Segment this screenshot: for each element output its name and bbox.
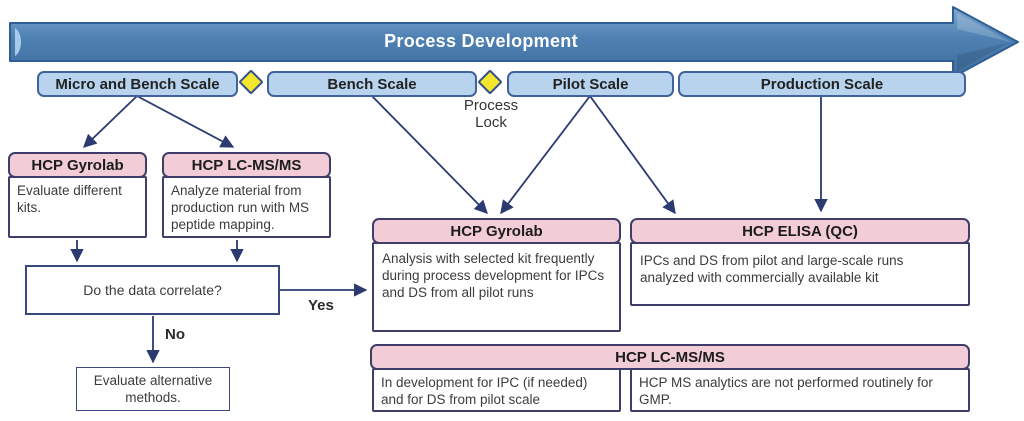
panel-title: HCP ELISA (QC) (742, 222, 858, 240)
scale-stage-pilot: Pilot Scale (507, 71, 674, 97)
yes-branch-label: Yes (308, 297, 334, 314)
scale-stage-label: Bench Scale (327, 75, 417, 93)
scale-stage-label: Production Scale (760, 75, 884, 93)
panel-body-elisa-qc: IPCs and DS from pilot and large-scale r… (630, 242, 970, 306)
evaluate-alternative-box: Evaluate alternative methods. (76, 367, 230, 411)
scale-stage-label: Micro and Bench Scale (55, 75, 220, 93)
no-branch-label: No (165, 326, 185, 343)
decision-box: Do the data correlate? (25, 265, 280, 315)
panel-header-gyrolab-early: HCP Gyrolab (8, 152, 147, 178)
panel-body-gyrolab-early: Evaluate different kits. (8, 176, 147, 238)
scale-stage-production: Production Scale (678, 71, 966, 97)
scale-stage-micro-and-bench: Micro and Bench Scale (37, 71, 238, 97)
connector-bench-to-gyrolab-dev (371, 95, 488, 214)
scale-stage-label: Pilot Scale (552, 75, 629, 93)
connector-pilot-to-gyrolab-dev (500, 95, 591, 215)
connector-micro-to-lcms-early (136, 95, 235, 148)
arrow-left-highlight-icon (15, 28, 21, 56)
connector-pilot-to-elisa-qc (589, 95, 676, 215)
panel-body-gyrolab-dev: Analysis with selected kit frequently du… (372, 242, 621, 332)
panel-header-gyrolab-dev: HCP Gyrolab (372, 218, 621, 244)
panel-title: HCP LC-MS/MS (615, 348, 725, 366)
panel-header-lcms-early: HCP LC-MS/MS (162, 152, 331, 178)
panel-header-lcms-late: HCP LC-MS/MS (370, 344, 970, 370)
panel-title: HCP Gyrolab (31, 156, 124, 174)
panel-title: HCP Gyrolab (450, 222, 543, 240)
panel-title: HCP LC-MS/MS (191, 156, 302, 174)
panel-body-lcms-late-left: In development for IPC (if needed) and f… (372, 368, 621, 412)
panel-header-elisa-qc: HCP ELISA (QC) (630, 218, 970, 244)
scale-stage-bench: Bench Scale (267, 71, 477, 97)
connector-micro-to-gyrolab-early (83, 95, 138, 148)
process-lock-label: Process Lock (463, 97, 519, 131)
panel-body-lcms-early: Analyze material from production run wit… (162, 176, 331, 238)
process-development-arrow-icon (9, 6, 1019, 78)
banner-title: Process Development (384, 31, 578, 51)
panel-body-lcms-late-right: HCP MS analytics are not performed routi… (630, 368, 970, 412)
